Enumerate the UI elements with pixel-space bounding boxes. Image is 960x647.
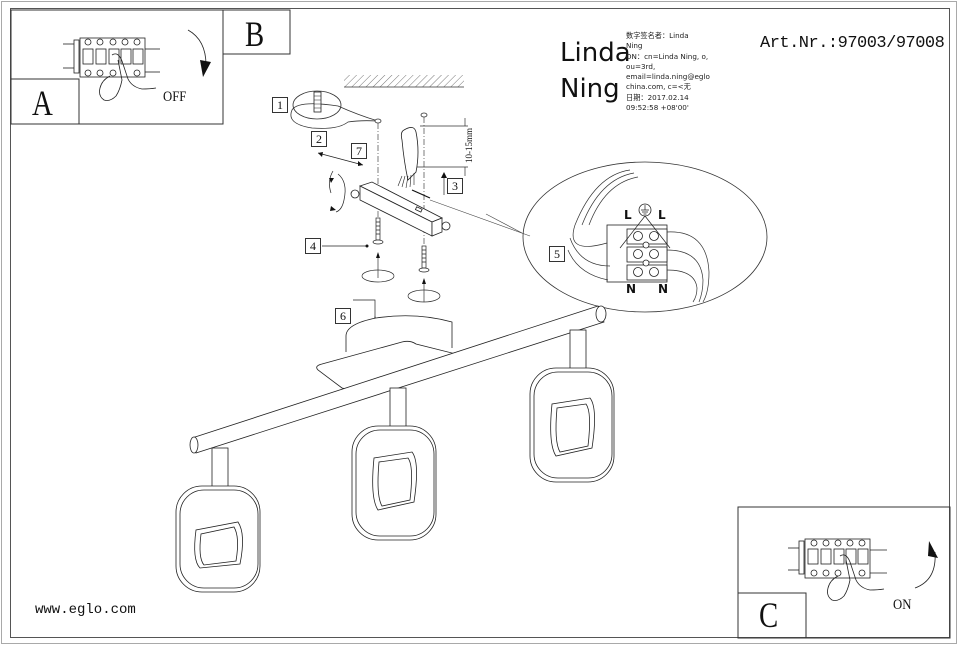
wire-label-l-left: L xyxy=(624,208,632,222)
step-label-1: 1 xyxy=(272,97,288,113)
signature-detail-line: 日期：2017.02.14 xyxy=(626,92,689,102)
signature-detail-line: Ning xyxy=(626,41,643,51)
signature-detail-line: email=linda.ning@eglo xyxy=(626,72,710,82)
mains-cable xyxy=(400,127,419,181)
panel-b-letter: B xyxy=(245,14,265,54)
arrow-counterclockwise-icon xyxy=(914,551,936,589)
wire-label-n-left: N xyxy=(626,282,637,296)
step-label-6: 6 xyxy=(335,308,351,324)
wall-plug-detail xyxy=(290,90,428,129)
dimension-marker xyxy=(410,118,468,176)
step-label-7: 7 xyxy=(351,143,367,159)
signature-details: 数字签名者：Linda Ning DN：cn=Linda Ning, o, ou… xyxy=(626,31,710,113)
circuit-breaker-icon xyxy=(63,37,160,78)
switch-state-on: ON xyxy=(893,597,912,613)
signature-detail-line: DN：cn=Linda Ning, o, xyxy=(626,51,709,61)
signature-name-line1: Linda xyxy=(560,38,631,68)
circuit-breaker-icon xyxy=(788,538,887,579)
wire-label-l-right: L xyxy=(658,208,666,222)
signature-detail-line: 09:52:58 +08'00' xyxy=(626,103,689,113)
switch-state-off: OFF xyxy=(163,89,187,105)
signature-detail-line: ou=3rd, xyxy=(626,61,656,71)
canopy-plate xyxy=(316,315,458,390)
signature-name-line2: Ning xyxy=(560,74,620,104)
spotlight-left xyxy=(175,447,261,593)
brand-url[interactable]: www.eglo.com xyxy=(35,602,136,618)
dimension-label: 10-15mm xyxy=(464,128,474,163)
screw-left xyxy=(372,217,384,245)
ground-symbol-icon xyxy=(619,203,671,249)
step-label-3: 3 xyxy=(447,178,463,194)
spotlight-middle xyxy=(351,387,437,541)
inner-frame xyxy=(10,8,950,638)
screw-right xyxy=(418,245,430,273)
article-number: Art.Nr.:97003/97008 xyxy=(760,34,945,53)
hand-icon xyxy=(99,53,157,101)
panel-b xyxy=(222,9,291,55)
step-label-2: 2 xyxy=(311,131,327,147)
ceiling-hatch xyxy=(344,75,464,87)
signature-detail-line: 数字签名者：Linda xyxy=(626,31,689,40)
fixture-bar xyxy=(189,305,607,454)
step-label-5: 5 xyxy=(549,246,565,262)
spotlight-right xyxy=(529,329,615,483)
panel-c-letter: C xyxy=(759,595,779,635)
wire-label-n-right: N xyxy=(658,282,669,296)
step-label-4: 4 xyxy=(305,238,321,254)
mounting-bracket xyxy=(350,181,451,237)
hand-icon xyxy=(827,554,885,601)
panel-a-letter: A xyxy=(32,83,53,123)
panel-a xyxy=(10,9,224,125)
signature-detail-line: china.com, c=<无 xyxy=(626,82,691,92)
panel-c xyxy=(737,506,951,639)
arrow-clockwise-icon xyxy=(187,29,207,66)
wiring-detail-callout xyxy=(485,161,768,313)
